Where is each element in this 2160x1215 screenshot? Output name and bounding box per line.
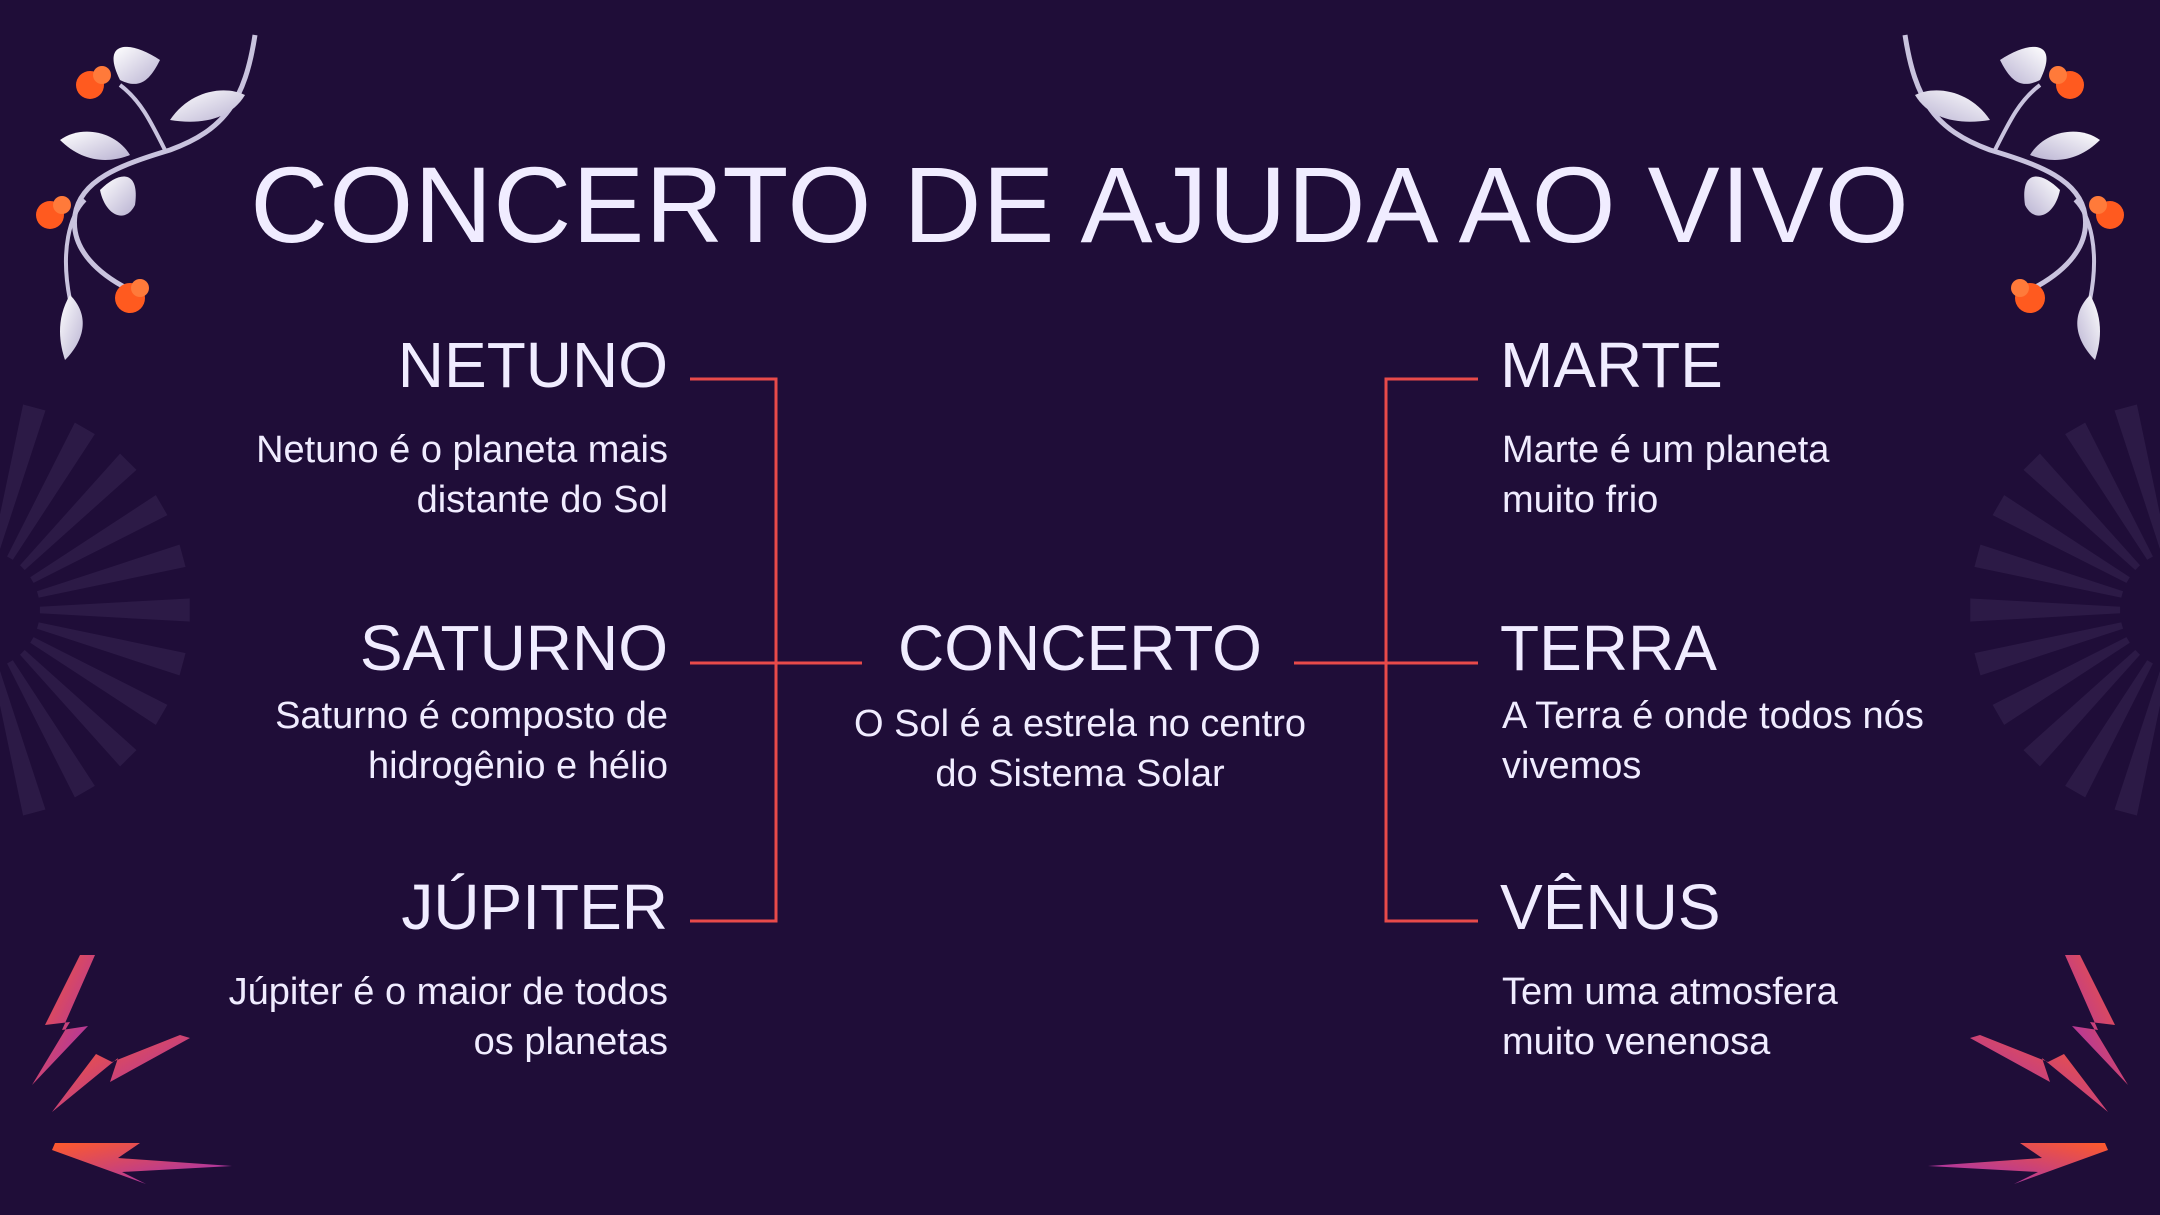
sunburst-ray bbox=[1992, 495, 2130, 583]
heading-marte: MARTE bbox=[1500, 329, 1723, 401]
sunburst-ray bbox=[37, 622, 186, 676]
description-jupiter: Júpiter é o maior de todos os planetas bbox=[228, 971, 668, 1063]
sunburst-ray bbox=[1974, 544, 2123, 598]
connector-venus bbox=[1384, 663, 1478, 923]
top-left-floral-icon bbox=[36, 34, 258, 360]
bottom-left-lightning-icon bbox=[32, 955, 232, 1184]
sunburst-ray bbox=[30, 637, 168, 725]
sunburst-ray bbox=[0, 671, 46, 816]
sunburst-ray bbox=[30, 495, 168, 583]
top-right-floral-icon bbox=[1902, 34, 2124, 360]
heading-terra: TERRA bbox=[1500, 612, 1717, 684]
description-concerto: O Sol é a estrela no centro do Sistema S… bbox=[853, 703, 1307, 795]
sunburst-ray bbox=[2023, 453, 2140, 570]
connector-jupiter bbox=[690, 663, 778, 923]
sunburst-ray bbox=[2065, 422, 2153, 560]
sunburst-ray bbox=[2114, 671, 2160, 816]
description-terra: A Terra é onde todos nós vivemos bbox=[1502, 695, 1924, 787]
sunburst-ray bbox=[7, 422, 95, 560]
sunburst-ray bbox=[0, 404, 46, 549]
sunburst-ray bbox=[2023, 650, 2140, 767]
heading-saturno: SATURNO bbox=[359, 612, 668, 684]
heading-concerto: CONCERTO bbox=[898, 612, 1262, 684]
heading-venus: VÊNUS bbox=[1500, 871, 1721, 943]
sunburst-ray bbox=[2065, 660, 2153, 798]
sunburst-ray bbox=[39, 598, 190, 622]
heading-jupiter: JÚPITER bbox=[401, 871, 668, 943]
sunburst-ray bbox=[2114, 404, 2160, 549]
description-venus: Tem uma atmosfera muito venenosa bbox=[1502, 971, 1838, 1063]
right-sunburst bbox=[1970, 404, 2160, 816]
description-netuno: Netuno é o planeta mais distante do Sol bbox=[256, 429, 668, 521]
connector-lines bbox=[690, 377, 1478, 923]
description-saturno: Saturno é composto de hidrogênio e hélio bbox=[275, 695, 668, 787]
connector-netuno bbox=[690, 377, 778, 663]
heading-netuno: NETUNO bbox=[397, 329, 668, 401]
left-sunburst bbox=[0, 404, 190, 816]
sunburst-ray bbox=[7, 660, 95, 798]
slide-title: CONCERTO DE AJUDA AO VIVO bbox=[250, 144, 1910, 265]
sunburst-ray bbox=[1974, 622, 2123, 676]
sunburst-ray bbox=[20, 453, 137, 570]
connector-marte bbox=[1384, 377, 1478, 663]
sunburst-ray bbox=[1970, 598, 2121, 622]
bottom-right-lightning-icon bbox=[1928, 955, 2128, 1184]
sunburst-ray bbox=[20, 650, 137, 767]
description-marte: Marte é um planeta muito frio bbox=[1502, 429, 1830, 521]
sunburst-ray bbox=[37, 544, 186, 598]
sunburst-ray bbox=[1992, 637, 2130, 725]
